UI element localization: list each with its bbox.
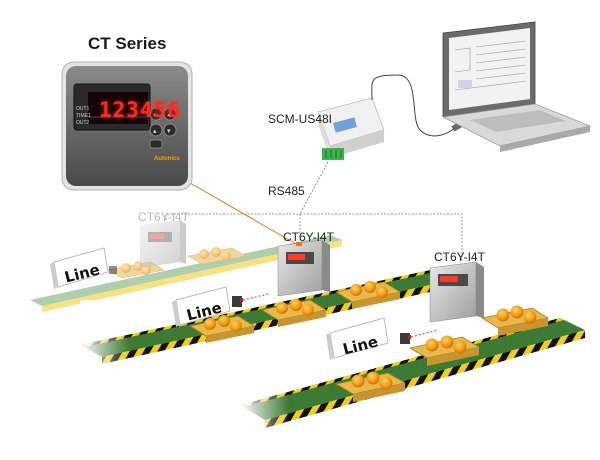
line-sign-1: Line <box>50 247 109 289</box>
network-label: RS485 <box>268 184 305 198</box>
laptop <box>441 21 592 152</box>
converter-device <box>317 97 385 160</box>
key-out2: OUT2 <box>76 120 90 126</box>
counter-label-1: CT6Y-I4T <box>138 210 189 224</box>
converter-label: SCM-US48I <box>268 112 333 126</box>
svg-text:▾: ▾ <box>167 128 171 135</box>
conveyor-line-2 <box>80 268 462 380</box>
tray <box>408 335 481 366</box>
counter-label-2: CT6Y-I4T <box>283 230 334 244</box>
ct-zoom-panel: OUT1 TIME1 OUT2 ● ◂ ▴ ▾ Autonics <box>61 61 193 191</box>
brand-logo: Autonics <box>154 156 180 162</box>
counter-label-3: CT6Y-I4T <box>434 250 485 264</box>
rs485-bus <box>165 161 463 262</box>
key-time1: TIME1 <box>76 113 91 119</box>
led-display-value: 123456 <box>99 98 181 122</box>
tray <box>260 299 328 327</box>
tray <box>187 247 247 265</box>
counter-box-2 <box>277 239 330 297</box>
counter-box-3 <box>429 261 484 323</box>
counter-box-1 <box>140 220 186 268</box>
key-out1: OUT1 <box>76 106 90 112</box>
photo-sensor <box>400 329 439 344</box>
tray <box>334 281 402 309</box>
line-sign-3: Line <box>326 317 389 360</box>
usb-cable <box>371 74 456 137</box>
svg-text:◂: ◂ <box>167 112 171 119</box>
tray <box>480 305 550 336</box>
svg-text:●: ● <box>153 112 157 119</box>
callout-line <box>177 175 297 245</box>
diagram-title: CT Series <box>88 34 167 53</box>
control-buttons: ● ◂ ▴ ▾ <box>149 107 177 149</box>
svg-text:▴: ▴ <box>153 128 157 135</box>
conveyor-line-1 <box>30 235 342 312</box>
photo-sensor <box>109 266 117 274</box>
photo-sensor <box>232 293 269 307</box>
conveyor-line-3 <box>240 305 585 440</box>
